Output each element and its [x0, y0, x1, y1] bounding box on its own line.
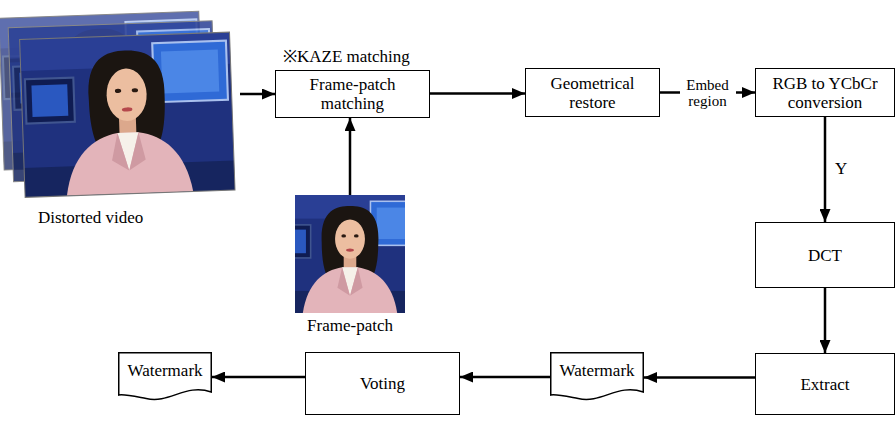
flow-arrow: [824, 117, 827, 222]
flow-arrow: [240, 93, 275, 96]
process-box: RGB to YCbCr conversion: [755, 68, 895, 117]
node-text: Geometrical restore: [543, 74, 643, 112]
flow-arrow: [349, 118, 352, 195]
image-node: Distorted video: [0, 15, 240, 227]
node-text: Frame-patch matching: [297, 75, 409, 113]
flow-arrow: [644, 376, 755, 379]
process-box: DCT: [755, 222, 895, 288]
process-box: Geometrical restore: [525, 68, 660, 117]
flow-arrow: [430, 92, 525, 95]
document-outline-path: [551, 353, 644, 400]
annotation-label: ※KAZE matching: [283, 47, 410, 66]
flow-arrow: [460, 376, 550, 379]
node-text: Voting: [360, 374, 405, 393]
document-shape: Watermark: [118, 352, 212, 402]
edge-label: Y: [833, 160, 849, 178]
image-node: Frame-patch: [295, 195, 405, 335]
flow-arrow: [212, 376, 305, 379]
node-text: DCT: [808, 246, 842, 265]
distorted-video-frames: [0, 6, 245, 198]
node-text: Watermark: [127, 361, 202, 380]
process-box: Voting: [305, 352, 460, 415]
node-text: Frame-patch: [307, 316, 393, 335]
flow-arrow: [824, 288, 827, 353]
edge-label: Embed region: [680, 76, 736, 110]
node-text: Distorted video: [38, 208, 143, 227]
frame-patch-image: [295, 195, 405, 313]
process-box: Frame-patch matching: [275, 70, 430, 118]
node-text: Extract: [800, 375, 849, 394]
document-shape: Watermark: [550, 352, 644, 402]
node-text: Watermark: [559, 361, 634, 380]
node-text: RGB to YCbCr conversion: [769, 74, 881, 112]
document-outline-path: [119, 353, 212, 400]
process-box: Extract: [755, 353, 895, 415]
